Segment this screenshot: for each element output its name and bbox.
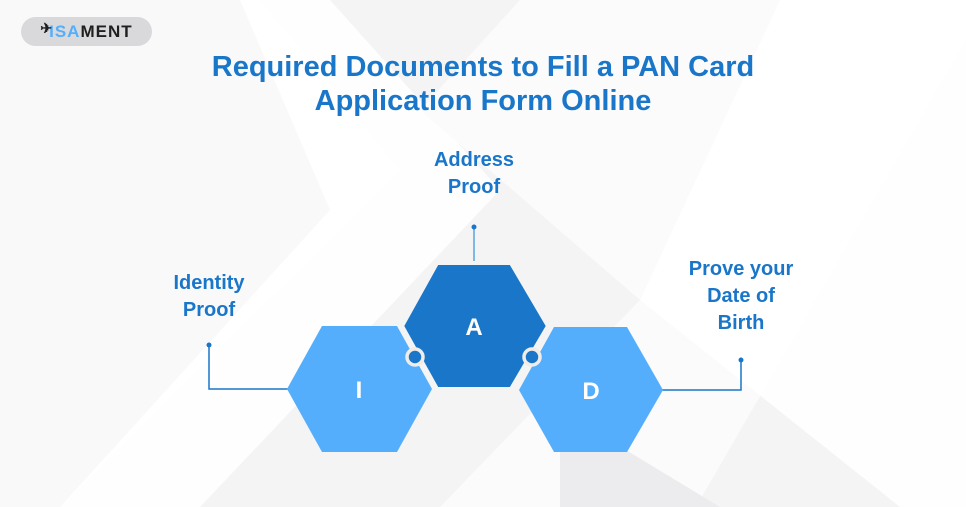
label-line: Proof — [182, 299, 236, 321]
joint-circle-right — [522, 347, 542, 367]
logo-text-visa: ISA — [49, 21, 81, 41]
connector-dot-dob — [738, 357, 744, 363]
label-date-of-birth: Prove your Date of Birth — [671, 256, 811, 337]
label-line: Proof — [447, 176, 501, 198]
page-title-line-2: Application Form Online — [314, 85, 652, 117]
label-identity-proof: Identity Proof — [149, 270, 269, 324]
label-line: Date of — [707, 285, 775, 307]
logo-text-ment: MENT — [80, 21, 133, 41]
label-line: Prove your — [688, 258, 794, 280]
connector-identity — [208, 345, 288, 390]
connector-dot-identity — [206, 342, 212, 348]
hexagon-dob — [519, 327, 663, 452]
hexagon-address — [399, 261, 551, 391]
label-address-proof: Address Proof — [414, 147, 534, 201]
label-line: Identity — [173, 272, 245, 294]
airplane-icon: ✈ — [40, 20, 54, 36]
hex-letter-a: A — [465, 314, 482, 341]
label-line: Birth — [717, 312, 765, 334]
joint-circle-left — [405, 347, 425, 367]
connector-dot-address — [471, 224, 477, 230]
page-title: Required Documents to Fill a PAN Card Ap… — [0, 50, 966, 118]
page-title-line-1: Required Documents to Fill a PAN Card — [211, 51, 755, 83]
label-line: Address — [433, 149, 515, 171]
connector-dob — [662, 360, 742, 391]
visament-logo: ✈ ISA MENT — [21, 17, 152, 46]
hexagon-identity — [287, 326, 432, 452]
hex-letter-i: I — [356, 377, 363, 404]
hex-letter-d: D — [582, 378, 599, 405]
